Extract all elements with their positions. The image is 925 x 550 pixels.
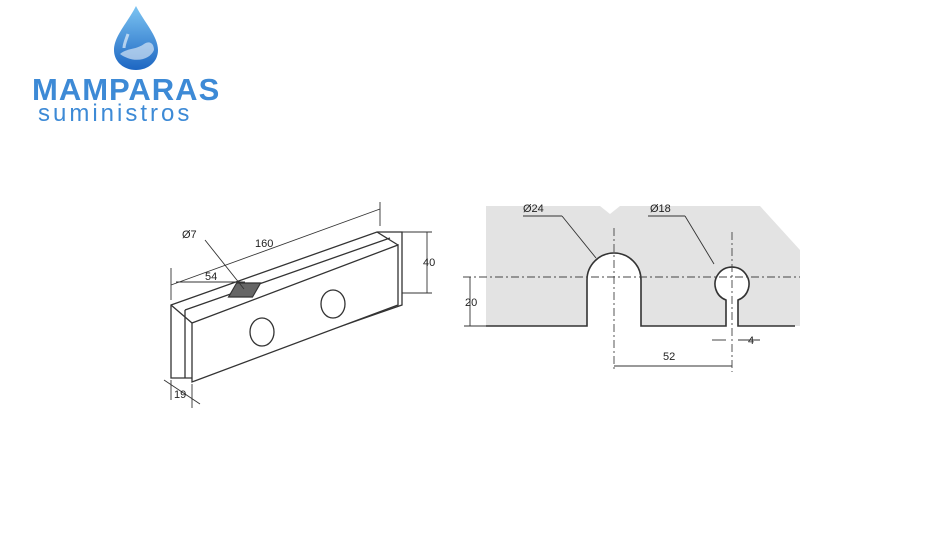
brand-name: MAMPARAS xyxy=(32,72,221,107)
dimension-large-cutout: Ø24 xyxy=(523,203,544,215)
dimension-thickness: 19 xyxy=(174,389,186,401)
dimension-small-cutout: Ø18 xyxy=(650,203,671,215)
brand-tagline: suministros xyxy=(38,100,193,127)
clamp-dimension-lines xyxy=(163,202,432,408)
dimension-hole-offset: 54 xyxy=(205,271,217,283)
clamp-hole-left xyxy=(249,317,275,347)
water-drop-icon xyxy=(114,6,158,70)
brand-logo: MAMPARAS suministros xyxy=(30,4,240,127)
glass-cutout-area xyxy=(486,206,800,326)
cutout-template-view xyxy=(463,206,800,372)
dimension-cutout-depth: 20 xyxy=(465,297,477,309)
cutout-dimension-lines xyxy=(464,215,760,367)
hole-diameter-7 xyxy=(227,282,262,298)
dimension-cutout-spacing: 52 xyxy=(663,351,675,363)
dimension-slot-width: 4 xyxy=(748,335,754,347)
clamp-isometric-view xyxy=(170,231,403,383)
dimension-height: 40 xyxy=(423,257,435,269)
dimension-length: 160 xyxy=(255,238,273,250)
clamp-hole-right xyxy=(320,289,346,319)
clamp-front-plate xyxy=(191,244,399,383)
dimension-hole-diameter: Ø7 xyxy=(182,229,197,241)
